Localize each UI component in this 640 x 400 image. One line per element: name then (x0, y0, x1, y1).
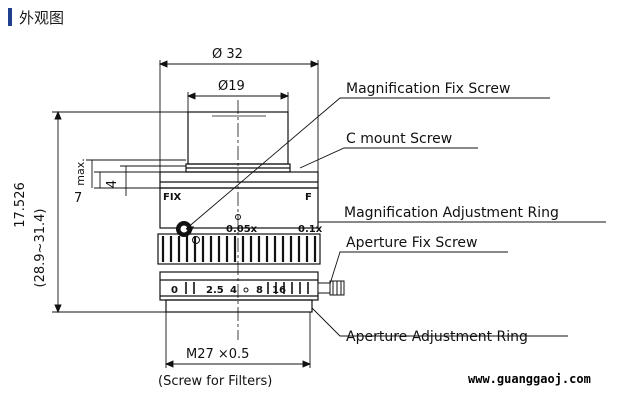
dim-inner-diameter (186, 92, 290, 112)
dim-filter-thread (164, 312, 312, 368)
ap-0-marking: 0 (171, 285, 178, 296)
ap-4-marking: 4 (230, 285, 237, 296)
max-label: max. (74, 158, 87, 185)
section-title: 外观图 (19, 8, 65, 27)
flange (159, 171, 319, 189)
aperture-fix-screw-icon (317, 280, 345, 296)
ap-16-marking: 16 (272, 285, 286, 296)
filter-thread (165, 299, 313, 313)
dim-4-label: 4 (105, 180, 120, 188)
fix-right-marking: F (305, 192, 312, 203)
aperture-knurling (185, 282, 309, 294)
callout-magnification-fix-screw: Magnification Fix Screw (346, 81, 510, 97)
magnification-ring (157, 233, 321, 265)
filter-note-label: (Screw for Filters) (158, 374, 272, 389)
dim-7-label: 7 (74, 191, 82, 206)
ap-8-marking: 8 (256, 285, 263, 296)
outer-diameter-label: Ø 32 (212, 47, 243, 62)
callout-aperture-adjustment-ring: Aperture Adjustment Ring (346, 329, 528, 345)
callout-leaders (185, 97, 606, 337)
dim-outer-diameter (158, 60, 320, 172)
header-accent-bar (8, 8, 12, 26)
mag-low-marking: 0.05x (226, 224, 258, 235)
callout-aperture-fix-screw: Aperture Fix Screw (346, 235, 477, 251)
total-length-label: 17.526 (13, 182, 28, 228)
knurling (161, 236, 317, 262)
watermark: www.guanggaoj.com (468, 372, 591, 386)
section-header: 外观图 (8, 6, 64, 28)
lens-body-middle (159, 187, 319, 229)
filter-thread-label: M27 ×0.5 (186, 347, 249, 362)
range-label: (28.9~31.4) (33, 209, 48, 288)
ap-25-marking: 2.5 (206, 285, 224, 296)
callout-c-mount-screw: C mount Screw (346, 131, 452, 147)
mag-high-marking: 0.1x (298, 224, 323, 235)
fix-left-marking: FIX (163, 192, 182, 203)
inner-diameter-label: Ø19 (218, 79, 245, 94)
dim-vertical-group (52, 110, 188, 314)
callout-magnification-adjustment-ring: Magnification Adjustment Ring (344, 205, 559, 221)
